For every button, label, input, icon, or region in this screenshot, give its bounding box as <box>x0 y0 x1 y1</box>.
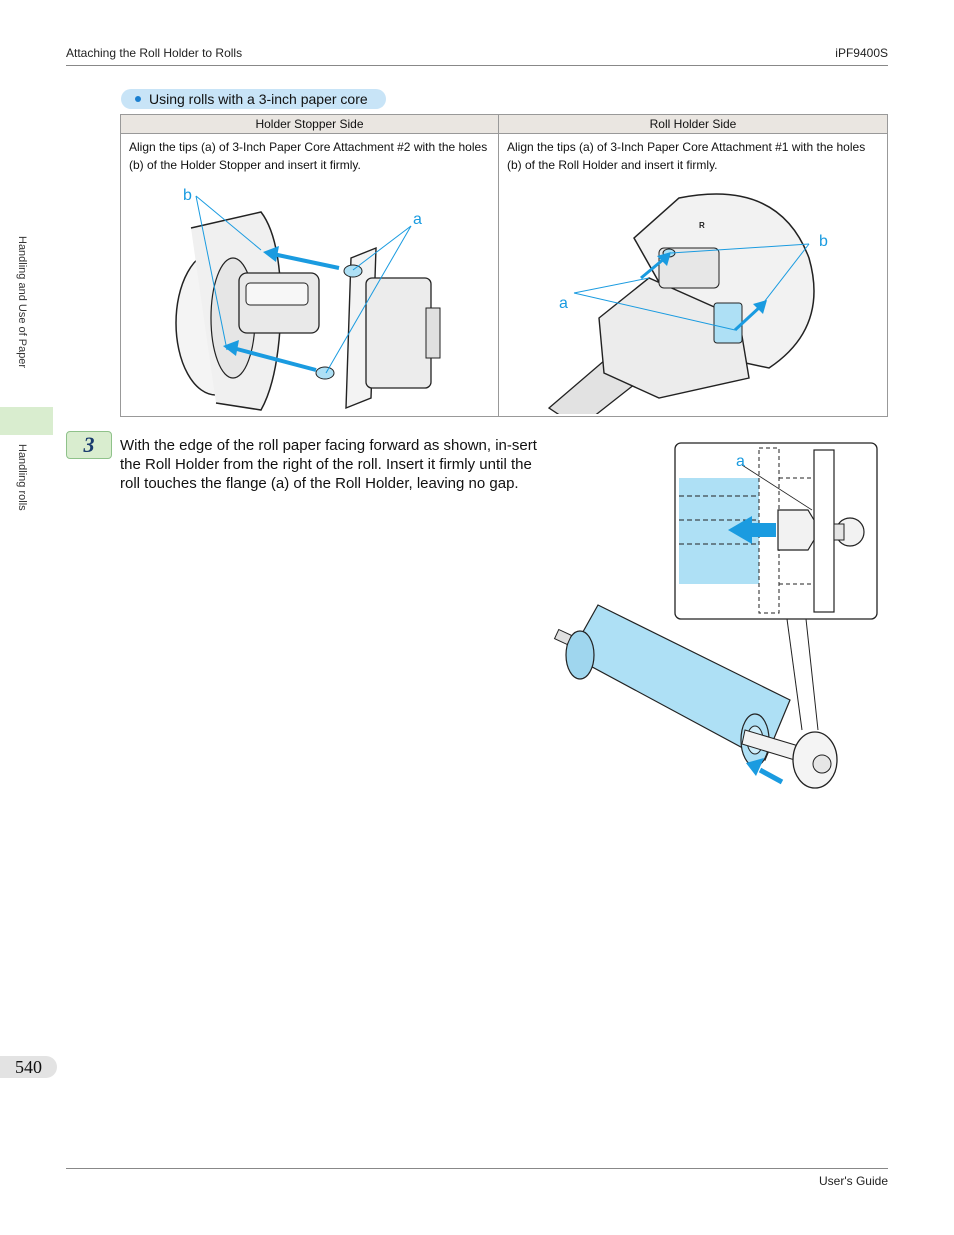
holder-stopper-label-a: a <box>413 211 422 228</box>
step-number-badge: 3 <box>66 431 112 459</box>
side-nav-chapter-link[interactable]: Handling and Use of Paper <box>16 236 28 369</box>
bullet-heading: Using rolls with a 3-inch paper core <box>121 89 386 109</box>
step-instruction-text: With the edge of the roll paper facing f… <box>120 437 537 492</box>
table-header-holder-stopper: Holder Stopper Side <box>120 114 499 134</box>
side-nav-active-tab <box>0 407 53 435</box>
header-section-title: Attaching the Roll Holder to Rolls <box>66 46 243 60</box>
roll-holder-r-mark: R <box>699 221 705 230</box>
page-number: 540 <box>0 1056 57 1078</box>
bullet-heading-label: Using rolls with a 3-inch paper core <box>149 91 368 107</box>
table-cell-roll-holder: Align the tips (a) of 3-Inch Paper Core … <box>498 133 888 417</box>
table-header-roll-holder: Roll Holder Side <box>498 114 888 134</box>
roll-insertion-illustration: a <box>553 442 878 789</box>
holder-stopper-label-b: b <box>183 187 192 204</box>
side-nav-subsection-link[interactable]: Handling rolls <box>16 444 28 511</box>
roll-holder-illustration: R b a <box>547 193 828 414</box>
roll-holder-instruction: Align the tips (a) of 3-Inch Paper Core … <box>507 140 866 172</box>
roll-holder-label-b: b <box>819 233 828 250</box>
holder-stopper-instruction: Align the tips (a) of 3-Inch Paper Core … <box>129 140 488 172</box>
instruction-table: Holder Stopper Side Roll Holder Side Ali… <box>120 114 888 417</box>
header-divider <box>66 65 888 66</box>
side-navigation: Handling and Use of Paper Handling rolls <box>0 0 53 1235</box>
footer-guide-name: User's Guide <box>819 1174 888 1188</box>
roll-flange-label-a: a <box>736 453 745 470</box>
holder-stopper-illustration: b a <box>175 187 441 411</box>
table-cell-holder-stopper: Align the tips (a) of 3-Inch Paper Core … <box>120 133 499 417</box>
footer-divider <box>66 1168 888 1169</box>
header-model-name: iPF9400S <box>835 46 888 60</box>
roll-holder-label-a: a <box>559 295 568 312</box>
bullet-dot-icon <box>135 96 141 102</box>
